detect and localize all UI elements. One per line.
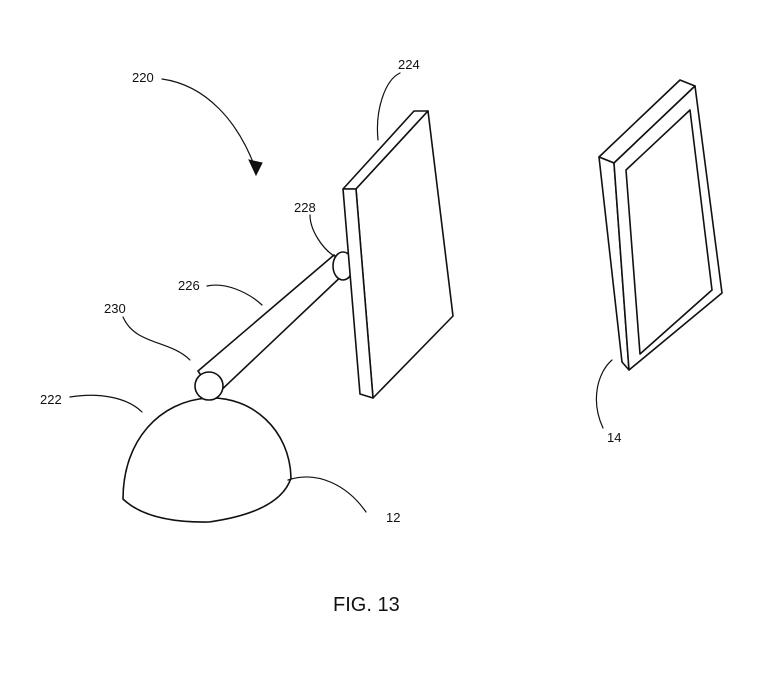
support-arm [198,255,348,396]
leader-222 [70,395,142,412]
label-226: 226 [178,278,200,293]
label-228: 228 [294,200,316,215]
dome-base [123,398,291,522]
assembly-arrow [162,79,262,175]
leader-230 [123,317,190,360]
leader-14 [596,360,612,428]
label-12: 12 [386,510,400,525]
label-230: 230 [104,301,126,316]
display-panel [343,111,453,398]
label-220: 220 [132,70,154,85]
leader-226 [207,285,262,305]
lower-joint [195,372,223,400]
leader-228 [310,215,334,256]
figure-caption: FIG. 13 [333,594,400,616]
label-222: 222 [40,392,62,407]
label-14: 14 [607,430,621,445]
leader-12 [288,477,366,512]
remote-display [599,80,722,370]
label-224: 224 [398,57,420,72]
